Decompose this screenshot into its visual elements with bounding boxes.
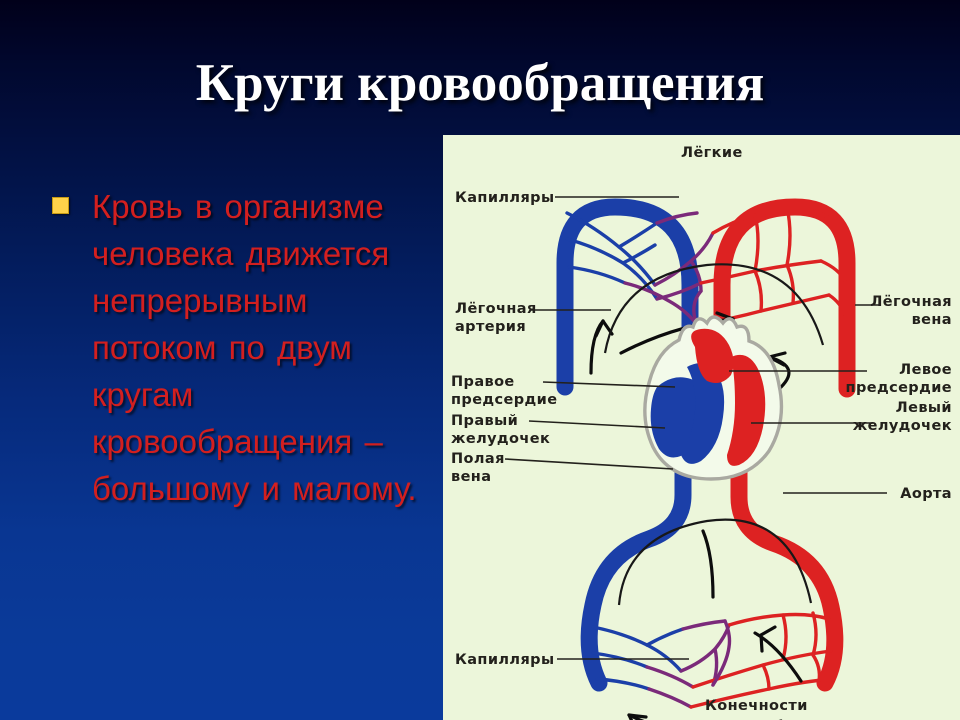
- leader-right-atrium: [542, 381, 676, 388]
- pulmonary-artery-vessel: [556, 198, 699, 396]
- list-item: Кровь в организме человека движется непр…: [52, 183, 434, 512]
- vena-cava-vessel: [580, 444, 692, 692]
- bullet-text: Кровь в организме человека движется непр…: [92, 188, 417, 507]
- label-capillaries-bottom: Капилляры: [455, 652, 554, 668]
- left-atrium-shape: [691, 328, 734, 383]
- label-vena-cava-line2: вена: [451, 469, 491, 485]
- page-title: Круги кровообращения: [195, 54, 765, 112]
- label-vena-cava-line1: Полая: [451, 451, 505, 467]
- leader-right-ventricle: [528, 420, 666, 429]
- aorta-vessel: [730, 444, 844, 692]
- bullet-list: Кровь в организме человека движется непр…: [52, 183, 434, 512]
- label-right-ventricle-line1: Правый: [451, 413, 518, 429]
- circulation-diagram: Лёгкие Капилляры Лёгочная артерия Правое…: [443, 135, 960, 720]
- square-bullet-icon: [52, 197, 69, 214]
- label-pulmonary-vein-line2: вена: [912, 312, 952, 328]
- heart-illustration: [643, 315, 784, 481]
- label-left-ventricle-line1: Левый: [896, 400, 952, 416]
- organ-outline: [603, 263, 825, 606]
- label-right-atrium-line1: Правое: [451, 374, 515, 390]
- label-pulmonary-artery-line1: Лёгочная: [455, 301, 537, 317]
- label-lungs: Лёгкие: [681, 145, 743, 161]
- label-right-ventricle-line2: желудочек: [451, 431, 550, 447]
- label-pulmonary-vein-line1: Лёгочная: [870, 294, 952, 310]
- label-left-atrium-line1: Левое: [899, 362, 952, 378]
- right-ventricle-shape: [681, 363, 725, 464]
- circulation-diagram-svg: Лёгкие Капилляры Лёгочная артерия Правое…: [451, 145, 952, 720]
- body-capillary-network: [591, 611, 835, 709]
- leader-vena-cava: [504, 458, 674, 470]
- label-capillaries-top: Капилляры: [455, 190, 554, 206]
- label-right-atrium-line2: предсердие: [451, 392, 557, 408]
- label-left-atrium-line2: предсердие: [846, 380, 952, 396]
- left-ventricle-shape: [727, 354, 766, 466]
- label-left-ventricle-line2: желудочек: [853, 418, 952, 434]
- label-aorta: Аорта: [900, 486, 952, 502]
- label-pulmonary-artery-line2: артерия: [455, 319, 526, 335]
- label-extremities: Конечности: [705, 698, 808, 714]
